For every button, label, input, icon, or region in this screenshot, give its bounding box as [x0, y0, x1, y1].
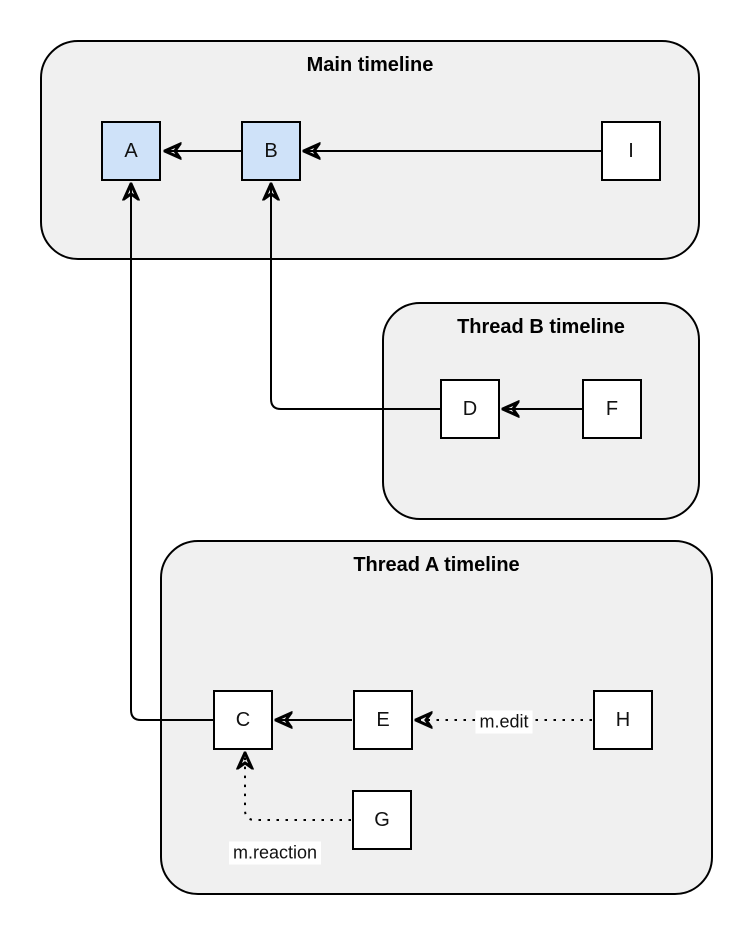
node-d-label: D	[462, 397, 478, 420]
node-b: B	[241, 121, 301, 181]
node-i: I	[601, 121, 661, 181]
node-g-label: G	[374, 808, 390, 831]
node-i-label: I	[628, 139, 634, 162]
node-h: H	[593, 690, 653, 750]
container-main-timeline-title: Main timeline	[306, 54, 434, 76]
edge-label-m-edit: m.edit	[475, 710, 533, 734]
node-b-label: B	[264, 139, 278, 162]
node-e-label: E	[376, 708, 390, 731]
node-d: D	[440, 379, 500, 439]
container-thread-b-timeline: Thread B timeline	[382, 302, 700, 520]
node-f: F	[582, 379, 642, 439]
node-c-label: C	[235, 708, 251, 731]
container-thread-b-timeline-title: Thread B timeline	[457, 316, 625, 338]
node-a-label: A	[124, 139, 138, 162]
node-c: C	[213, 690, 273, 750]
node-g: G	[352, 790, 412, 850]
node-a: A	[101, 121, 161, 181]
node-f-label: F	[605, 397, 619, 420]
container-thread-a-timeline-title: Thread A timeline	[353, 554, 520, 576]
edge-label-m-reaction: m.reaction	[228, 841, 322, 865]
node-e: E	[353, 690, 413, 750]
node-h-label: H	[615, 708, 631, 731]
